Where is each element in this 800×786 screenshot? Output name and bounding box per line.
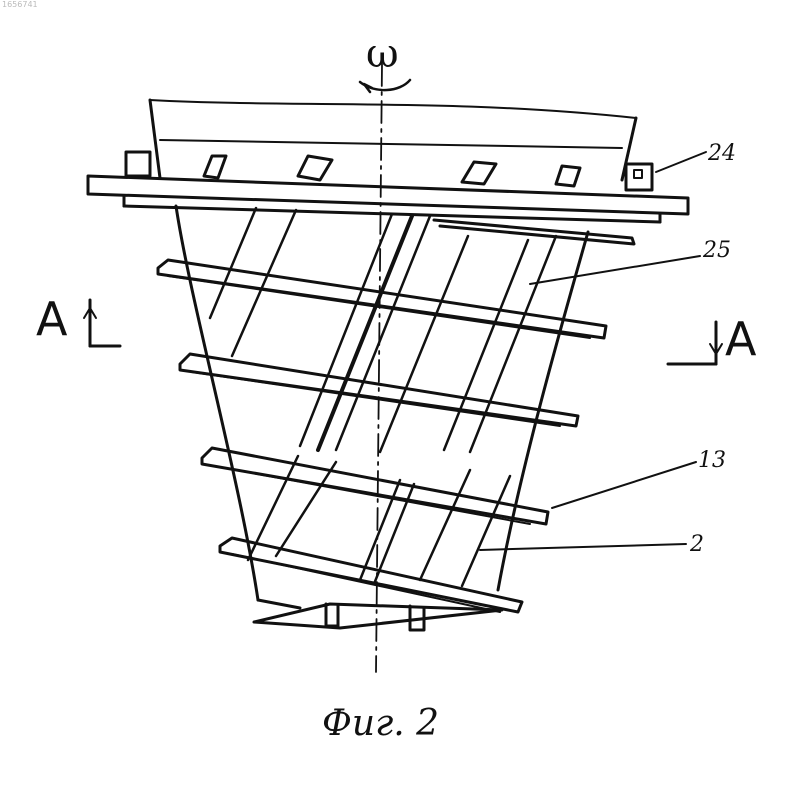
omega-label: ω bbox=[366, 34, 399, 74]
watermark: 1656741 bbox=[2, 0, 38, 9]
ref-label-24: 24 bbox=[708, 143, 736, 165]
ref-label-2: 2 bbox=[690, 534, 704, 556]
bottom-legs bbox=[326, 604, 424, 630]
section-marker-left bbox=[84, 300, 120, 346]
helical-blades bbox=[158, 220, 634, 628]
section-label-right: A bbox=[725, 316, 756, 362]
ref-label-25: 25 bbox=[703, 240, 731, 262]
diagonal-ribs bbox=[210, 208, 556, 586]
figure-caption: Фиг. 2 bbox=[322, 706, 439, 742]
ref-label-13: 13 bbox=[698, 450, 726, 472]
rotation-axis bbox=[376, 64, 382, 672]
section-label-left: A bbox=[36, 296, 67, 342]
section-marker-right bbox=[668, 322, 722, 364]
